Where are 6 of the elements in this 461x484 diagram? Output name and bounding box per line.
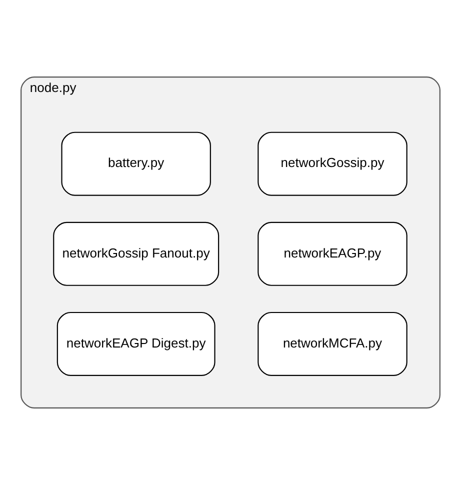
node-box: networkGossip Fanout.py — [53, 221, 220, 286]
node-box: networkGossip.py — [258, 131, 408, 196]
node-box: networkEAGP Digest.py — [56, 311, 216, 376]
node-box: battery.py — [61, 131, 211, 196]
node-box: networkEAGP.py — [258, 221, 408, 286]
node-box: networkMCFA.py — [258, 311, 408, 376]
